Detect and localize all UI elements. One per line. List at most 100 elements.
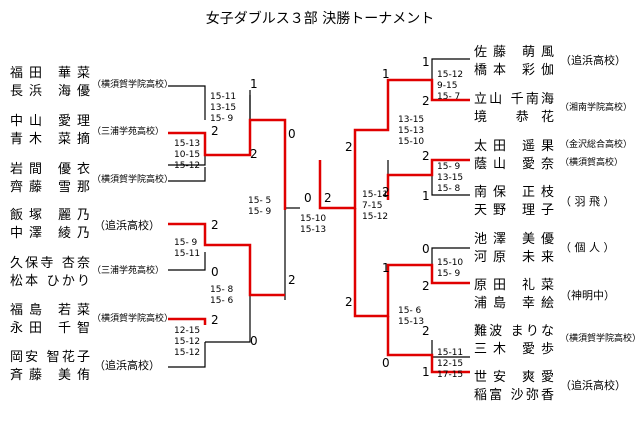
match-result: 1 [250,77,258,91]
player-name: 飯塚 麗乃 [10,208,90,223]
school-label: （三浦学苑高校） [92,127,165,137]
match-result: 2 [345,295,353,309]
player-name: 河原 未来 [474,250,554,265]
player-name: 永田 千智 [10,321,90,336]
match-result: 2 [422,94,430,108]
player-name: 太田 遥果 [474,139,554,154]
set-score: 15-11 [174,249,201,259]
match-result: 2 [211,218,219,232]
set-score: 15-13 [300,225,327,235]
match-result: 2 [211,124,219,138]
match-result: 2 [422,324,430,338]
set-score: 13-15 [437,173,464,183]
set-score: 15- 7 [437,92,461,102]
set-score: 15-12 [174,161,201,171]
set-score: 15- 6 [398,306,422,316]
player-name: 中山 愛理 [10,114,90,129]
set-score: 15-11 [362,190,389,200]
match-result: 1 [382,261,390,275]
player-name: 境 恭花 [474,110,554,125]
match-result: 0 [422,242,430,256]
school-label: （横須賀高校） [560,158,624,168]
set-score: 15- 9 [437,269,461,279]
set-score: 15-12 [174,337,201,347]
player-name: 原田 礼菜 [474,278,554,293]
set-score: 12-15 [174,326,201,336]
set-score: 15- 9 [210,114,234,124]
match-result: 2 [250,147,258,161]
set-score: 17-15 [437,370,464,380]
school-label: （三浦学苑高校） [92,266,165,276]
match-result: 0 [288,127,296,141]
player-name: 難波 まりな [474,324,554,339]
school-label: （追浜高校） [94,219,160,232]
set-score: 15-13 [398,317,425,327]
school-label: （横須賀学院高校） [560,334,640,344]
page-title: 女子ダブルス３部 決勝トーナメント [205,11,435,27]
set-score: 15-13 [174,139,201,149]
player-name: 青木 菜摘 [10,132,90,147]
match-result: 2 [382,185,390,199]
player-name: 三木 愛歩 [474,342,554,357]
school-label: （横須賀学院高校） [92,314,174,324]
set-score: 13-15 [398,115,425,125]
school-label: （ 個 人 ） [560,241,615,254]
set-score: 9-15 [437,81,458,91]
player-name: 天野 理子 [474,203,554,218]
school-label: （神明中） [560,289,615,302]
school-label: （追浜高校） [94,359,160,372]
player-name: 南保 正枝 [474,185,554,200]
player-name: 中澤 綾乃 [10,226,90,241]
player-name: 稲富 沙弥香 [474,388,554,403]
set-score: 15-10 [398,137,425,147]
player-name: 世安 爽愛 [474,370,554,385]
player-name: 岩間 優衣 [10,162,90,177]
match-result: 2 [422,279,430,293]
player-name: 池澤 美優 [474,232,554,247]
match-result: 0 [382,356,390,370]
set-score: 15-12 [174,348,201,358]
player-name: 岡安 智花子 [10,350,90,365]
set-score: 15-10 [300,214,327,224]
set-score: 15-12 [362,212,389,222]
match-result: 1 [422,55,430,69]
school-label: （追浜高校） [560,54,626,67]
player-name: 佐藤 萌風 [474,45,554,60]
school-label: （ 羽 飛 ） [560,195,615,208]
set-score: 15- 9 [174,238,198,248]
player-name: 福田 華菜 [10,66,90,81]
set-score: 15- 6 [210,296,234,306]
match-result: 2 [288,273,296,287]
set-score: 15- 8 [210,285,234,295]
match-result: 0 [250,334,258,348]
match-result: 0 [211,265,219,279]
school-label: （横須賀学院高校） [92,175,174,185]
set-score: 15- 8 [437,184,461,194]
set-score: 10-15 [174,150,201,160]
final-result-left: 0 [304,191,312,205]
school-label: （追浜高校） [560,379,626,392]
player-name: 福島 若菜 [10,303,90,318]
set-score: 15- 9 [248,207,272,217]
match-result: 2 [211,313,219,327]
player-name: 浦島 幸絵 [474,296,554,311]
match-result: 1 [422,189,430,203]
set-score: 7-15 [362,201,383,211]
set-score: 15-11 [437,348,464,358]
match-result: 1 [422,365,430,379]
player-name: 立山 千南海 [474,92,554,107]
player-name: 久保寺 杏奈 [10,256,90,271]
player-name: 斉藤 美侑 [10,368,90,383]
set-score: 15- 5 [248,196,272,206]
final-result-right: 2 [324,191,332,205]
set-score: 15- 9 [437,162,461,172]
match-result: 2 [422,149,430,163]
set-score: 15-11 [210,92,237,102]
player-name: 松本 ひかり [10,274,90,289]
set-score: 13-15 [210,103,237,113]
set-score: 12-15 [437,359,464,369]
player-name: 蔭山 愛奈 [474,157,554,172]
set-score: 15-13 [398,126,425,136]
player-name: 橋本 彩伽 [474,63,554,78]
